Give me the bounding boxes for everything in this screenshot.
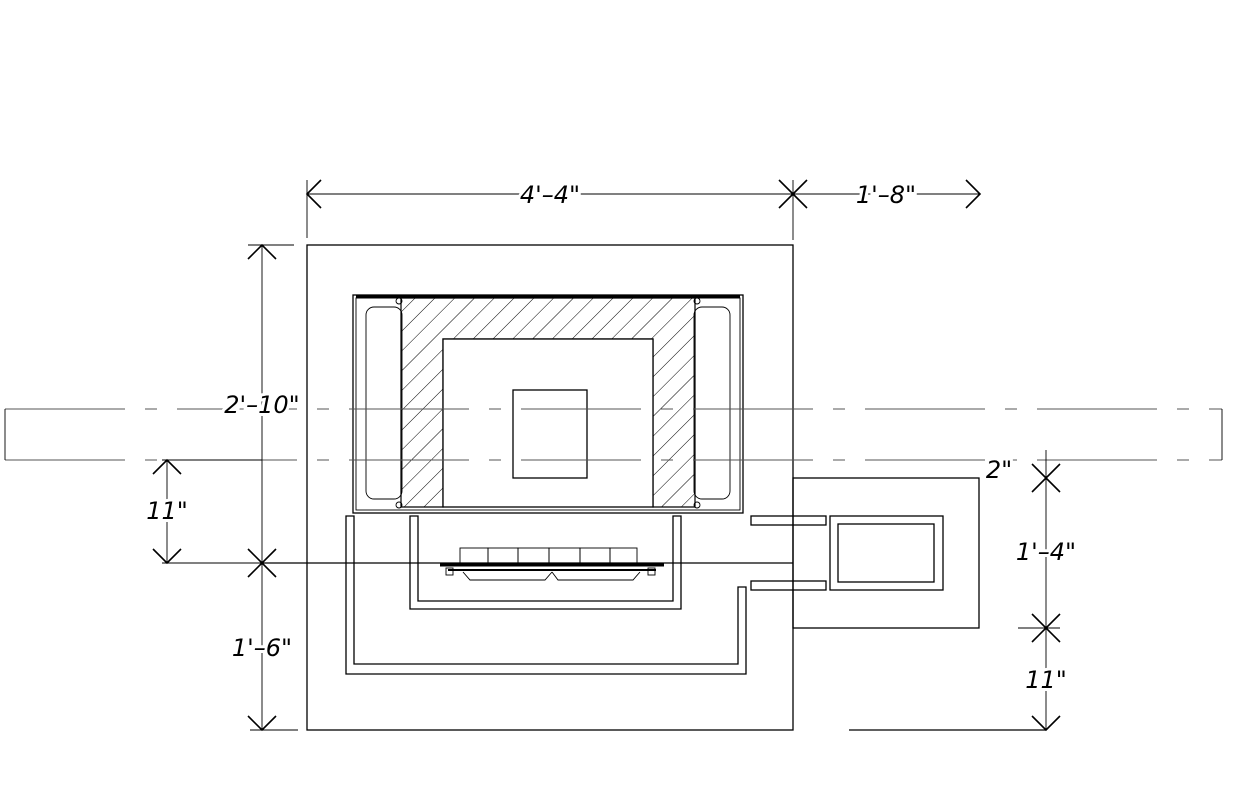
top-dimension-line <box>305 179 982 240</box>
outer-u-channel <box>345 515 747 675</box>
dim-left-height: 2'–10" <box>224 391 299 419</box>
dim-left-lower: 11" <box>146 497 188 525</box>
side-vent-box <box>750 477 980 629</box>
firebox-inner-panel <box>512 389 588 479</box>
dim-right-middle: 1'–4" <box>1016 538 1076 566</box>
dim-left-bottom: 1'–6" <box>232 634 292 662</box>
dim-right-small: 2" <box>986 456 1012 484</box>
dim-right-bottom: 11" <box>1025 666 1067 694</box>
inner-u-channel <box>409 515 682 610</box>
dim-top-right: 1'–8" <box>856 181 916 209</box>
left-inner-dimension-line <box>152 458 262 565</box>
burner-tray <box>440 547 664 581</box>
right-dimension-line <box>1018 450 1061 732</box>
firebox-opening <box>442 338 654 508</box>
dim-top-width: 4'–4" <box>520 181 580 209</box>
